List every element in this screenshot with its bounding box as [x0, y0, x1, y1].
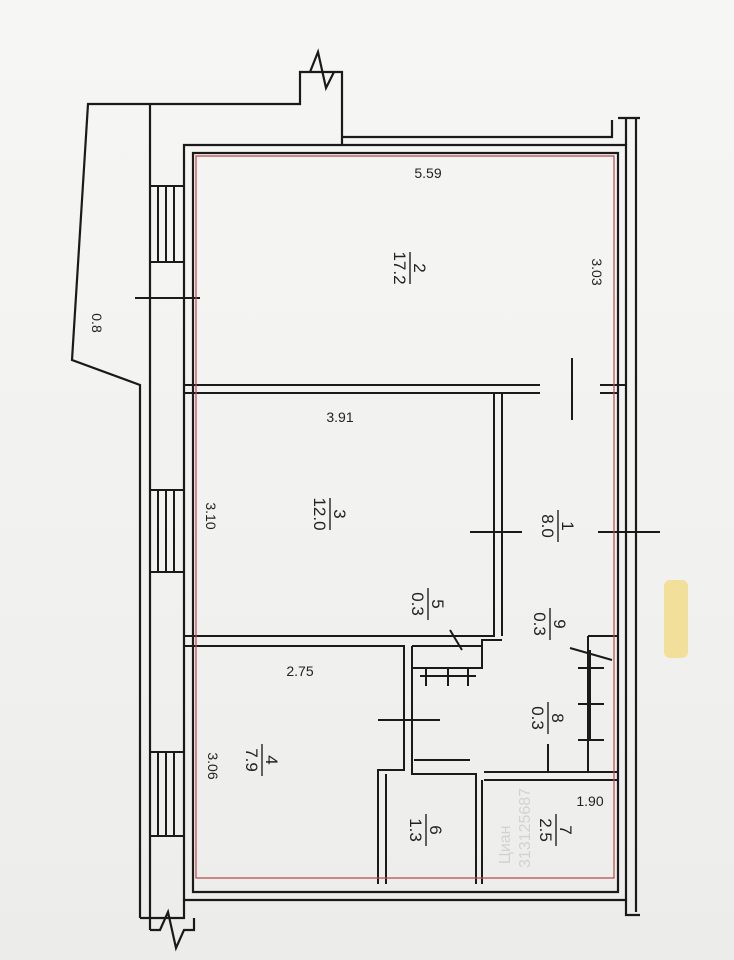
svg-text:8: 8 [548, 713, 567, 722]
svg-text:1.3: 1.3 [406, 818, 425, 842]
room-9-label: 9 0.3 [530, 608, 569, 640]
room-7-dim-long: 1.90 [576, 793, 603, 809]
svg-text:2.5: 2.5 [536, 818, 555, 842]
svg-text:1: 1 [558, 521, 577, 530]
svg-text:3: 3 [330, 509, 349, 518]
svg-text:17.2: 17.2 [390, 251, 409, 284]
partitions [184, 384, 626, 884]
side-dim-08: 0.8 [89, 313, 105, 333]
door-marks [378, 358, 660, 772]
room-6-label: 6 1.3 [406, 814, 445, 846]
svg-text:4: 4 [262, 755, 281, 764]
svg-text:Циан: Циан [497, 825, 514, 864]
watermark-code: 313125687 [517, 788, 534, 868]
room-2-dim-short: 3.03 [589, 258, 605, 285]
svg-text:8.0: 8.0 [538, 514, 557, 538]
svg-text:3.06: 3.06 [205, 752, 221, 779]
svg-text:0.3: 0.3 [530, 612, 549, 636]
svg-text:5.59: 5.59 [414, 165, 441, 181]
svg-text:9: 9 [550, 619, 569, 628]
room-2-label: 2 17.2 [390, 251, 429, 284]
svg-text:2.75: 2.75 [286, 663, 313, 679]
room-1-label: 1 8.0 [538, 510, 577, 542]
svg-text:2: 2 [410, 263, 429, 272]
svg-text:0.8: 0.8 [89, 313, 105, 333]
svg-text:3.03: 3.03 [589, 258, 605, 285]
room-outline [195, 155, 615, 879]
svg-text:6: 6 [426, 825, 445, 834]
svg-text:7: 7 [556, 825, 575, 834]
room-4-label: 4 7.9 [242, 744, 281, 776]
room-4-dim-short: 3.06 [205, 752, 221, 779]
svg-text:313125687: 313125687 [517, 788, 534, 868]
svg-text:0.3: 0.3 [528, 706, 547, 730]
svg-text:12.0: 12.0 [310, 497, 329, 530]
room-2-dim-long: 5.59 [414, 165, 441, 181]
room-8-label: 8 0.3 [528, 702, 567, 734]
room-3-dim-long: 3.91 [326, 409, 353, 425]
windows [135, 185, 200, 837]
room-3-label: 3 12.0 [310, 497, 349, 530]
svg-text:7.9: 7.9 [242, 748, 261, 772]
svg-text:0.3: 0.3 [408, 592, 427, 616]
svg-text:3.91: 3.91 [326, 409, 353, 425]
room-4-dim-long: 2.75 [286, 663, 313, 679]
yellow-sticker [664, 580, 688, 658]
watermark: Циан [497, 825, 514, 864]
room-5-label: 5 0.3 [408, 588, 447, 620]
svg-text:5: 5 [428, 599, 447, 608]
svg-text:1.90: 1.90 [576, 793, 603, 809]
room-7-label: 7 2.5 [536, 814, 575, 846]
svg-text:3.10: 3.10 [203, 502, 219, 529]
room-3-dim-short: 3.10 [203, 502, 219, 529]
